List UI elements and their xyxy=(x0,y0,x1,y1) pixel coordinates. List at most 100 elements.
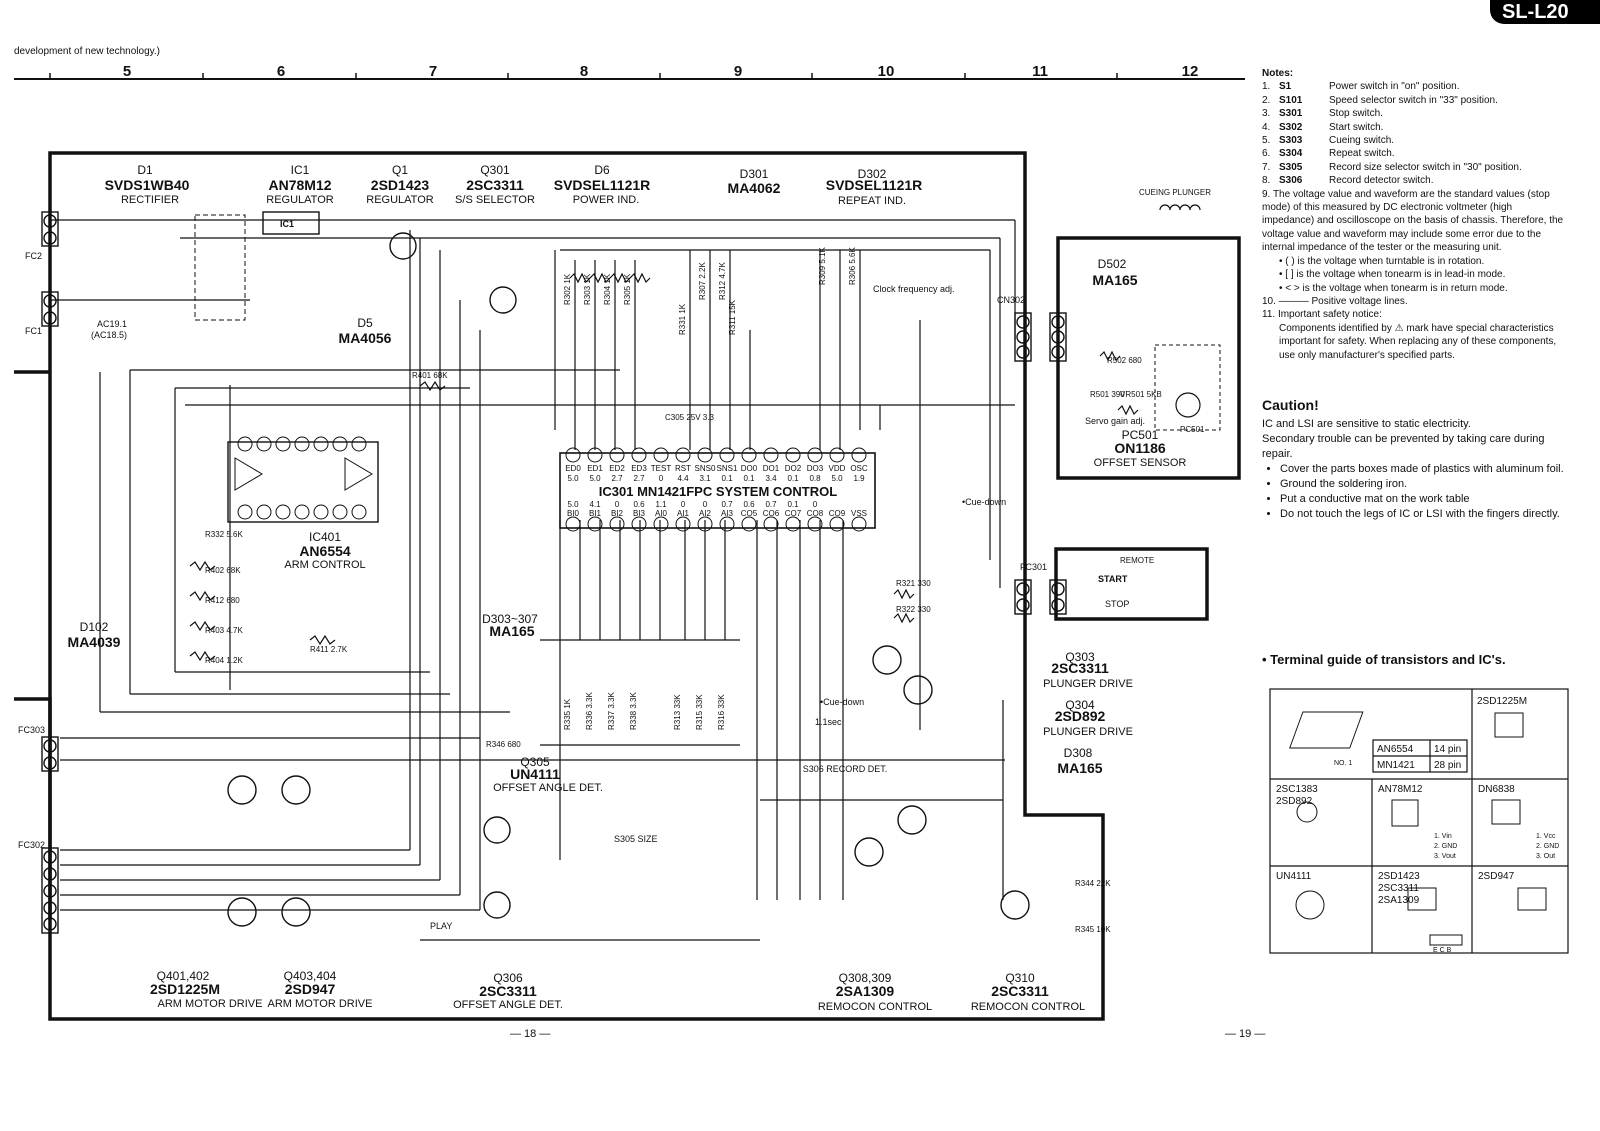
bottom-resistor-labels: R335 1K R336 3.3K R337 3.3K R338 3.3K R3… xyxy=(563,692,726,730)
svg-text:R313 33K: R313 33K xyxy=(673,694,682,730)
svg-text:0.1: 0.1 xyxy=(743,474,755,483)
d302-part: SVDSEL1121R xyxy=(826,177,923,193)
clock-freq-label: Clock frequency adj. xyxy=(873,284,955,294)
q306-role: OFFSET ANGLE DET. xyxy=(453,999,563,1011)
d303-part: MA165 xyxy=(489,623,534,639)
svg-text:DO3: DO3 xyxy=(807,464,824,473)
svg-text:R401 68K: R401 68K xyxy=(412,371,448,380)
svg-text:4.1: 4.1 xyxy=(589,500,601,509)
caution-p1: IC and LSI are sensitive to static elect… xyxy=(1262,418,1471,430)
start-label: START xyxy=(1098,574,1128,584)
tg-an6554: AN6554 xyxy=(1377,744,1414,755)
caution-list: Cover the parts boxes made of plastics w… xyxy=(1262,462,1567,522)
page-number-19: — 19 — xyxy=(1225,1028,1265,1040)
cue-down-label: •Cue-down xyxy=(962,497,1006,507)
header-note: development of new technology.) xyxy=(14,46,161,57)
rectifier-bridge xyxy=(194,214,246,321)
svg-text:R501 390: R501 390 xyxy=(1090,390,1125,399)
ic401-part: AN6554 xyxy=(299,543,351,559)
tg-2sc1383: 2SC1383 xyxy=(1276,784,1318,795)
fc1-label: FC1 xyxy=(25,326,42,336)
svg-text:0.7: 0.7 xyxy=(765,500,777,509)
cn302-label: CN302 xyxy=(997,295,1025,305)
svg-text:0: 0 xyxy=(659,474,664,483)
svg-text:3.1: 3.1 xyxy=(699,474,711,483)
svg-text:AI3: AI3 xyxy=(721,509,734,518)
play-label: PLAY xyxy=(430,921,452,931)
svg-text:R312 4.7K: R312 4.7K xyxy=(718,262,727,300)
d502-ref: D502 xyxy=(1098,257,1127,271)
svg-text:R305 1K: R305 1K xyxy=(623,273,632,305)
q1-role: REGULATOR xyxy=(366,194,433,206)
tg-mn1421-pins: 28 pin xyxy=(1434,760,1461,771)
svg-text:1.1: 1.1 xyxy=(655,500,667,509)
svg-text:C305 25V 3.3: C305 25V 3.3 xyxy=(665,413,714,422)
ic301-label: IC301 MN1421FPC SYSTEM CONTROL xyxy=(599,484,837,499)
stop-label: STOP xyxy=(1105,599,1129,609)
d308-ref: D308 xyxy=(1064,746,1093,760)
q301-part: 2SC3311 xyxy=(466,177,524,193)
caution-item: Cover the parts boxes made of plastics w… xyxy=(1280,462,1567,477)
svg-text:0.8: 0.8 xyxy=(809,474,821,483)
svg-text:R332 5.6K: R332 5.6K xyxy=(205,530,243,539)
terminal-guide-title: • Terminal guide of transistors and IC's… xyxy=(1262,652,1506,667)
svg-text:R307 2.2K: R307 2.2K xyxy=(698,262,707,300)
svg-text:R411 2.7K: R411 2.7K xyxy=(310,645,348,654)
model-badge: SL-L20 xyxy=(1490,0,1600,24)
svg-text:R335 1K: R335 1K xyxy=(563,698,572,730)
svg-text:2.7: 2.7 xyxy=(611,474,623,483)
svg-text:0: 0 xyxy=(615,500,620,509)
d502-part: MA165 xyxy=(1092,272,1137,288)
d1-part: SVDS1WB40 xyxy=(105,177,190,193)
ic401-role: ARM CONTROL xyxy=(284,559,365,571)
q401-part: 2SD1225M xyxy=(150,981,220,997)
fc302-label: FC302 xyxy=(18,840,45,850)
svg-text:BI1: BI1 xyxy=(589,509,602,518)
svg-text:DO0: DO0 xyxy=(741,464,758,473)
record-det-label: S306 RECORD DET. xyxy=(803,764,888,774)
svg-text:R321 330: R321 330 xyxy=(896,579,931,588)
svg-text:0.6: 0.6 xyxy=(743,500,755,509)
q304-ref: Q304 xyxy=(1065,698,1095,712)
svg-text:R311 15K: R311 15K xyxy=(728,299,737,335)
ic401-ref: IC401 xyxy=(309,530,341,544)
svg-text:R344 22K: R344 22K xyxy=(1075,879,1111,888)
q308-ref: Q308,309 xyxy=(839,971,892,985)
svg-text:R303 1K: R303 1K xyxy=(583,273,592,305)
svg-text:5.0: 5.0 xyxy=(831,474,843,483)
q306-part: 2SC3311 xyxy=(479,983,537,999)
svg-text:R304 1K: R304 1K xyxy=(603,273,612,305)
d5-part: MA4056 xyxy=(339,330,392,346)
remote-label: REMOTE xyxy=(1120,556,1154,565)
d301-ref: D301 xyxy=(740,167,769,181)
q401-role: ARM MOTOR DRIVE xyxy=(158,998,263,1010)
resistor-symbols xyxy=(189,272,1139,662)
svg-text:0: 0 xyxy=(681,500,686,509)
svg-text:R331 1K: R331 1K xyxy=(678,303,687,335)
col-11: 11 xyxy=(1032,63,1048,80)
tg-2sc3311: 2SC3311 xyxy=(1378,883,1419,894)
ic301-pins xyxy=(565,447,867,532)
svg-text:R309 5.1K: R309 5.1K xyxy=(818,247,827,285)
tg-2sa1309: 2SA1309 xyxy=(1378,895,1420,906)
svg-text:R302 1K: R302 1K xyxy=(563,273,572,305)
d6-ref: D6 xyxy=(594,163,610,177)
top-resistor-labels: R302 1K R303 1K R304 1K R305 1K R331 1K … xyxy=(563,247,857,335)
tg-dn-pin3: 3. Out xyxy=(1536,853,1555,860)
ic401-pins xyxy=(234,436,373,520)
svg-text:2.7: 2.7 xyxy=(633,474,645,483)
svg-text:RST: RST xyxy=(675,464,691,473)
col-10: 10 xyxy=(878,63,895,80)
one-sec-label: 1.1sec xyxy=(815,717,842,727)
svg-text:R306 5.6K: R306 5.6K xyxy=(848,247,857,285)
svg-text:CO8: CO8 xyxy=(807,509,824,518)
svg-text:0.1: 0.1 xyxy=(787,474,799,483)
svg-text:5.0: 5.0 xyxy=(567,500,579,509)
svg-text:R404 1.2K: R404 1.2K xyxy=(205,656,243,665)
svg-text:OSC: OSC xyxy=(850,464,868,473)
col-9: 9 xyxy=(734,63,742,80)
